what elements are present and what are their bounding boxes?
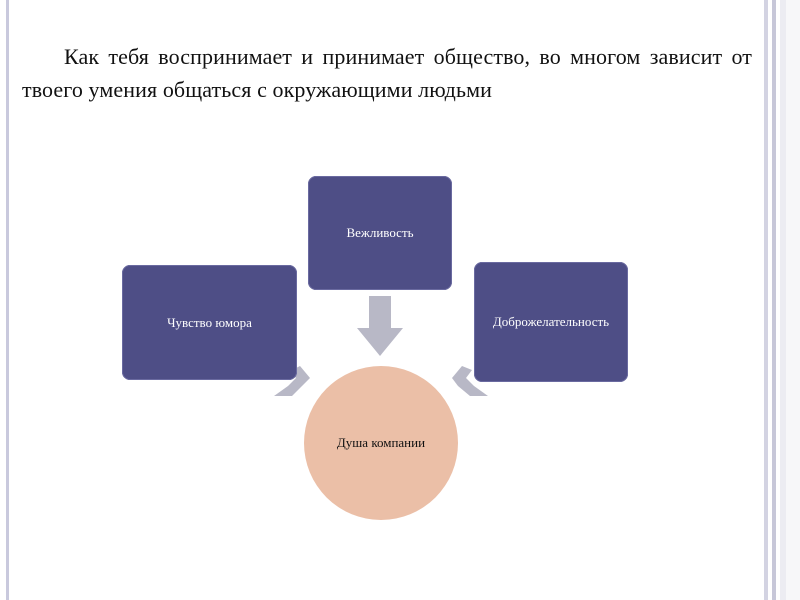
node-sense-of-humor-label: Чувство юмора: [167, 314, 252, 330]
slide-heading: Как тебя воспринимает и принимает общест…: [22, 44, 752, 102]
slide-frame-right-stripe: [764, 0, 768, 600]
node-life-of-the-party: Душа компании: [304, 366, 458, 520]
node-sense-of-humor: Чувство юмора: [122, 265, 297, 380]
arrow-right-to-center: [452, 366, 488, 396]
node-politeness: Вежливость: [308, 176, 452, 290]
slide-frame-right-stripe: [780, 0, 786, 600]
node-politeness-label: Вежливость: [346, 225, 414, 240]
arrow-top-to-center: [357, 296, 403, 356]
slide-frame-right-margin: [786, 0, 800, 600]
slide-frame-right-stripe: [772, 0, 776, 600]
node-kindness-label: Доброжелательность: [492, 314, 610, 329]
node-kindness: Доброжелательность: [474, 262, 628, 382]
slide-frame-left: [6, 0, 9, 600]
node-life-of-the-party-label: Душа компании: [336, 435, 426, 450]
arrow-left-to-center: [274, 366, 310, 396]
